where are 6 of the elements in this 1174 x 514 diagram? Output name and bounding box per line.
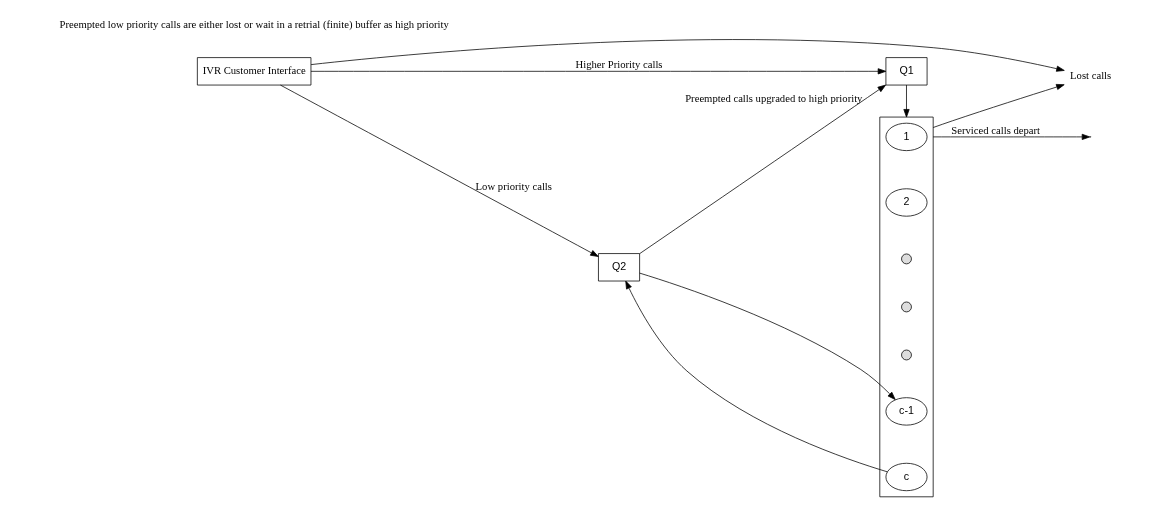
edge-label: Higher Priority calls [575, 58, 663, 71]
node-text: Lost calls [1070, 69, 1112, 82]
edge-label: Preempted calls upgraded to high priority [685, 91, 863, 104]
label: Preempted low priority calls are either lost or wait in a retrial (finite) buffer as high priority [59, 17, 449, 30]
edge-label: Low priority calls [475, 180, 552, 193]
edge-label: Serviced calls depart [951, 124, 1041, 137]
